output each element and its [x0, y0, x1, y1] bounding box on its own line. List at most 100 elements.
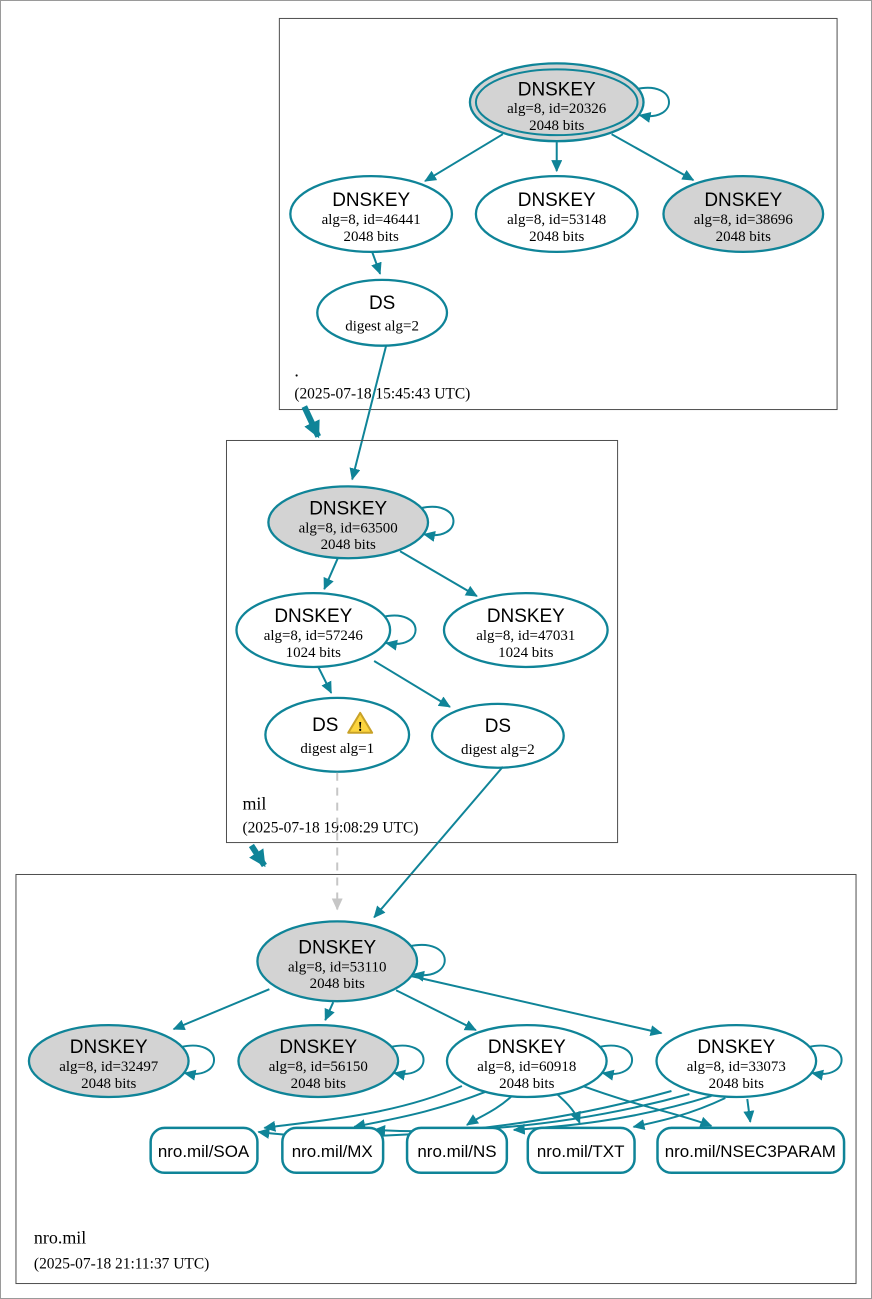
edge-selfloop-57246	[381, 614, 417, 651]
svg-text:nro.mil/MX: nro.mil/MX	[292, 1142, 373, 1161]
svg-text:alg=8, id=32497: alg=8, id=32497	[59, 1059, 159, 1075]
zone-timestamp-nromil: (2025-07-18 21:11:37 UTC)	[34, 1256, 209, 1273]
dnskey-node-20326[interactable]: DNSKEY alg=8, id=20326 2048 bits	[468, 62, 645, 143]
svg-text:2048 bits: 2048 bits	[529, 118, 584, 134]
zone-name-mil: mil	[242, 794, 266, 814]
edge-53110-60918	[395, 989, 477, 1032]
dnskey-node-53110[interactable]: DNSKEY alg=8, id=53110 2048 bits	[256, 920, 419, 1003]
edge-53110-56150	[324, 1001, 335, 1022]
dnskey-node-32497[interactable]: DNSKEY alg=8, id=32497 2048 bits	[27, 1023, 190, 1099]
svg-text:DNSKEY: DNSKEY	[518, 79, 596, 100]
edge-33073-nsec3param	[743, 1098, 755, 1123]
svg-text:DNSKEY: DNSKEY	[298, 937, 376, 958]
edge-selfloop-32497	[180, 1044, 215, 1081]
svg-text:alg=8, id=63500: alg=8, id=63500	[299, 520, 398, 536]
dnskey-node-63500[interactable]: DNSKEY alg=8, id=63500 2048 bits	[267, 485, 430, 560]
edge-33073-ns	[512, 1095, 712, 1135]
svg-text:DNSKEY: DNSKEY	[274, 606, 352, 627]
ds-node-mil-alg2[interactable]: DS digest alg=2	[430, 702, 565, 769]
edge-selfloop-63500	[419, 505, 455, 542]
zone-cluster-root: . (2025-07-18 15:45:43 UTC) DNSKEY alg=8…	[278, 17, 838, 411]
rrset-nro-mil-txt[interactable]: nro.mil/TXT	[526, 1126, 636, 1175]
delegation-arrow-root-mil	[301, 405, 321, 439]
edge-33073-mx	[373, 1093, 690, 1137]
edge-33073-txt	[632, 1097, 726, 1130]
edge-selfloop-33073	[807, 1044, 843, 1081]
svg-text:nro.mil/SOA: nro.mil/SOA	[158, 1142, 250, 1161]
edge-60918-mx	[353, 1090, 489, 1131]
edge-ds2-53110	[373, 766, 504, 919]
svg-text:DNSKEY: DNSKEY	[279, 1037, 357, 1058]
edge-selfloop-53110	[408, 943, 446, 982]
svg-text:DS: DS	[369, 293, 395, 314]
dnskey-node-56150[interactable]: DNSKEY alg=8, id=56150 2048 bits	[237, 1023, 400, 1099]
svg-text:alg=8, id=20326: alg=8, id=20326	[507, 101, 607, 117]
dnskey-node-57246[interactable]: DNSKEY alg=8, id=57246 1024 bits	[235, 591, 392, 669]
svg-text:alg=8, id=33073: alg=8, id=33073	[687, 1059, 786, 1075]
svg-text:2048 bits: 2048 bits	[344, 229, 399, 245]
svg-text:DS: DS	[312, 715, 338, 736]
zone-border-mil	[225, 439, 619, 844]
rrset-nro-mil-ns[interactable]: nro.mil/NS	[405, 1126, 509, 1175]
svg-text:DNSKEY: DNSKEY	[488, 1037, 566, 1058]
edge-57246-ds1	[317, 666, 333, 694]
rrset-nro-mil-soa[interactable]: nro.mil/SOA	[149, 1126, 259, 1175]
zone-name-nromil: nro.mil	[34, 1228, 86, 1248]
svg-text:DNSKEY: DNSKEY	[487, 606, 565, 627]
zone-timestamp-root: (2025-07-18 15:45:43 UTC)	[294, 386, 470, 403]
edge-60918-ns	[466, 1095, 513, 1126]
edge-53110-33073	[411, 975, 663, 1037]
svg-text:alg=8, id=60918: alg=8, id=60918	[477, 1059, 576, 1075]
svg-text:alg=8, id=57246: alg=8, id=57246	[264, 628, 364, 644]
dnskey-node-33073[interactable]: DNSKEY alg=8, id=33073 2048 bits	[655, 1023, 818, 1099]
edge-selfloop-20326	[635, 86, 670, 123]
svg-text:DNSKEY: DNSKEY	[309, 498, 387, 519]
svg-text:DNSKEY: DNSKEY	[697, 1037, 775, 1058]
svg-text:1024 bits: 1024 bits	[286, 645, 341, 661]
rrset-nro-mil-nsec3param[interactable]: nro.mil/NSEC3PARAM	[656, 1126, 846, 1175]
svg-text:DNSKEY: DNSKEY	[332, 190, 410, 211]
edge-53110-32497	[172, 988, 270, 1031]
dnskey-node-60918[interactable]: DNSKEY alg=8, id=60918 2048 bits	[445, 1023, 608, 1099]
svg-text:2048 bits: 2048 bits	[310, 976, 365, 992]
zone-cluster-mil: mil (2025-07-18 19:08:29 UTC) DNSKEY alg…	[225, 439, 619, 844]
svg-text:nro.mil/NS: nro.mil/NS	[417, 1142, 496, 1161]
dnskey-node-53148[interactable]: DNSKEY alg=8, id=53148 2048 bits	[474, 174, 639, 254]
zone-cluster-nromil: nro.mil (2025-07-18 21:11:37 UTC) DNSKEY…	[15, 873, 857, 1285]
svg-text:alg=8, id=47031: alg=8, id=47031	[476, 628, 575, 644]
edge-20326-46441	[424, 133, 504, 182]
ds-node-root-alg2[interactable]: DS digest alg=2	[316, 278, 449, 347]
svg-text:DNSKEY: DNSKEY	[518, 190, 596, 211]
edge-57246-ds2	[373, 660, 451, 708]
edge-selfloop-60918	[598, 1044, 634, 1081]
svg-text:2048 bits: 2048 bits	[499, 1076, 554, 1092]
dnskey-node-47031[interactable]: DNSKEY alg=8, id=47031 1024 bits	[442, 591, 609, 669]
svg-text:2048 bits: 2048 bits	[291, 1076, 346, 1092]
svg-text:digest alg=1: digest alg=1	[300, 741, 374, 757]
svg-text:alg=8, id=53148: alg=8, id=53148	[507, 212, 606, 228]
rrset-nro-mil-mx[interactable]: nro.mil/MX	[281, 1126, 385, 1175]
svg-text:alg=8, id=56150: alg=8, id=56150	[269, 1059, 368, 1075]
svg-text:DNSKEY: DNSKEY	[70, 1037, 148, 1058]
dnskey-node-38696[interactable]: DNSKEY alg=8, id=38696 2048 bits	[662, 174, 825, 254]
ds-node-mil-alg1[interactable]: DS ! digest alg=1	[264, 696, 411, 773]
zone-border-root	[278, 17, 838, 411]
edge-63500-47031	[399, 550, 478, 597]
dnskey-node-46441[interactable]: DNSKEY alg=8, id=46441 2048 bits	[289, 174, 454, 254]
svg-text:alg=8, id=53110: alg=8, id=53110	[288, 959, 387, 975]
svg-text:2048 bits: 2048 bits	[321, 537, 376, 553]
svg-text:digest alg=2: digest alg=2	[345, 319, 419, 335]
zone-name-root: .	[294, 361, 298, 381]
svg-text:1024 bits: 1024 bits	[498, 645, 553, 661]
svg-text:alg=8, id=46441: alg=8, id=46441	[322, 212, 421, 228]
edge-dsroot-63500	[349, 345, 388, 481]
edge-60918-soa	[263, 1085, 463, 1132]
svg-text:2048 bits: 2048 bits	[81, 1076, 136, 1092]
zone-border-nromil	[15, 873, 857, 1285]
warning-icon: !	[347, 711, 374, 735]
svg-text:2048 bits: 2048 bits	[709, 1076, 764, 1092]
edge-46441-ds	[371, 251, 382, 275]
svg-text:nro.mil/NSEC3PARAM: nro.mil/NSEC3PARAM	[665, 1142, 836, 1161]
svg-text:2048 bits: 2048 bits	[716, 229, 771, 245]
